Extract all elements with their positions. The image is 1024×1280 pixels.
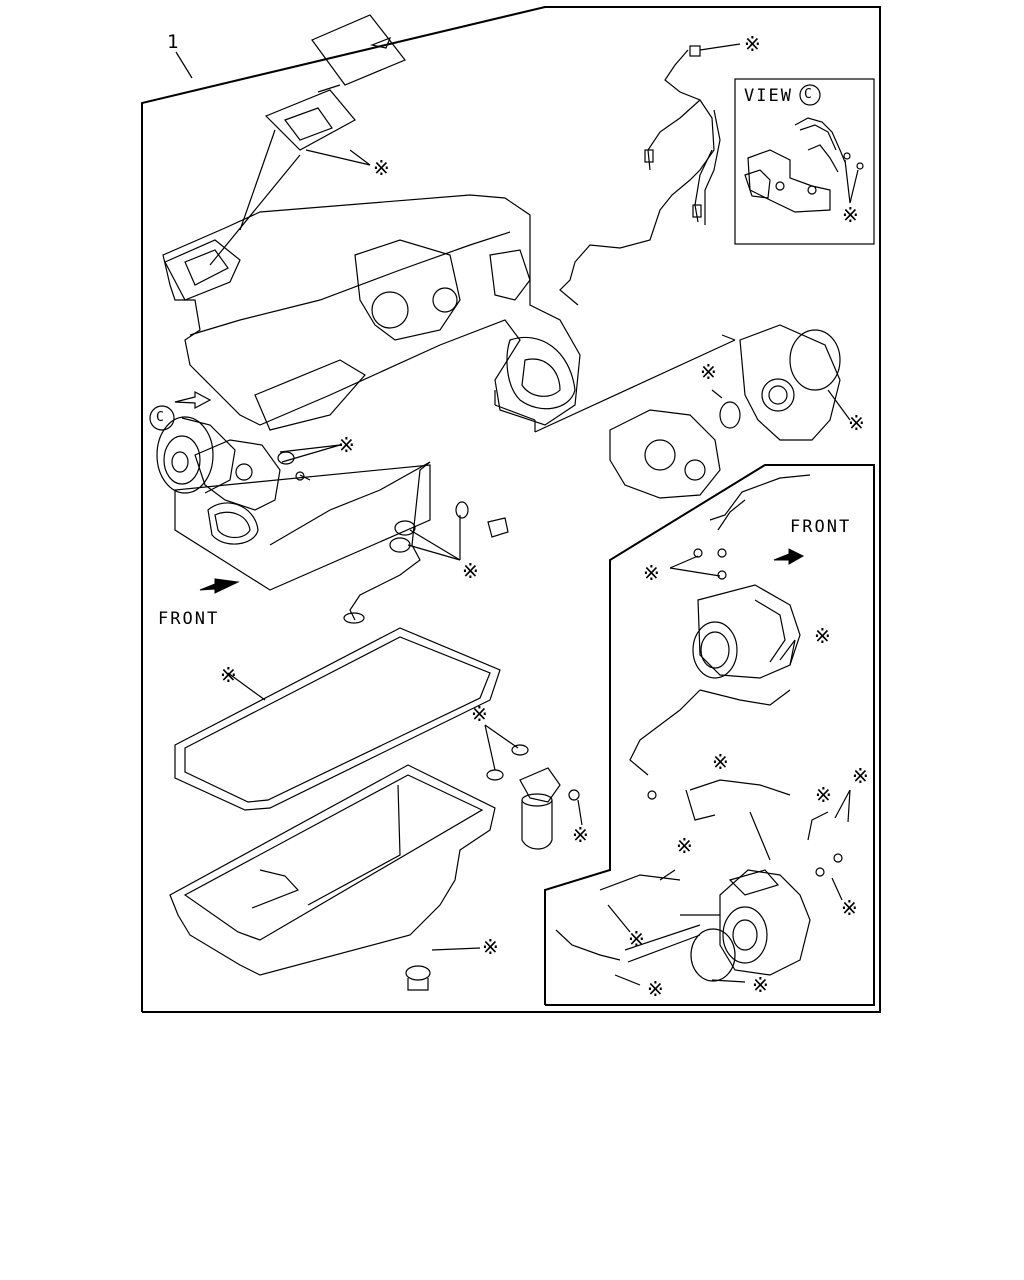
wiring-harness	[559, 43, 741, 306]
inlet-cover	[209, 14, 406, 266]
asterisk-marker: ※	[643, 561, 660, 585]
view-c-label: VIEW	[744, 86, 793, 106]
oil-pan	[169, 764, 496, 991]
asterisk-marker: ※	[814, 624, 831, 648]
oil-filter	[484, 724, 583, 850]
part-number-leader	[175, 51, 193, 79]
asterisk-marker: ※	[482, 935, 499, 959]
asterisk-marker: ※	[752, 973, 769, 997]
asterisk-marker: ※	[676, 834, 693, 858]
asterisk-marker: ※	[852, 764, 869, 788]
kit-border	[141, 6, 881, 1013]
front-label-main: FRONT	[158, 609, 220, 629]
asterisk-marker: ※	[700, 360, 717, 384]
front-label-inset: FRONT	[790, 517, 852, 537]
asterisk-marker: ※	[815, 783, 832, 807]
asterisk-marker: ※	[338, 433, 355, 457]
part-number-label: 1	[167, 31, 181, 53]
asterisk-marker: ※	[848, 411, 865, 435]
oil-pan-gasket	[174, 627, 501, 811]
asterisk-marker: ※	[744, 32, 761, 56]
asterisk-marker: ※	[712, 750, 729, 774]
asterisk-marker: ※	[647, 977, 664, 1001]
asterisk-marker: ※	[842, 203, 859, 227]
asterisk-marker: ※	[220, 663, 237, 687]
asterisk-marker: ※	[628, 927, 645, 951]
asterisk-marker: ※	[373, 156, 390, 180]
engine-block	[149, 194, 736, 591]
view-c-marker: C	[156, 410, 164, 425]
asterisk-marker: ※	[462, 559, 479, 583]
view-c-inset-box	[734, 78, 875, 245]
injection-pump-gasket	[609, 324, 851, 499]
asterisk-marker: ※	[572, 823, 589, 847]
compressor-inset-box	[544, 464, 875, 1006]
asterisk-marker: ※	[471, 702, 488, 726]
oil-lines	[277, 444, 509, 624]
asterisk-marker: ※	[841, 896, 858, 920]
view-c-letter: C	[804, 87, 812, 102]
front-arrow-main	[199, 578, 240, 594]
